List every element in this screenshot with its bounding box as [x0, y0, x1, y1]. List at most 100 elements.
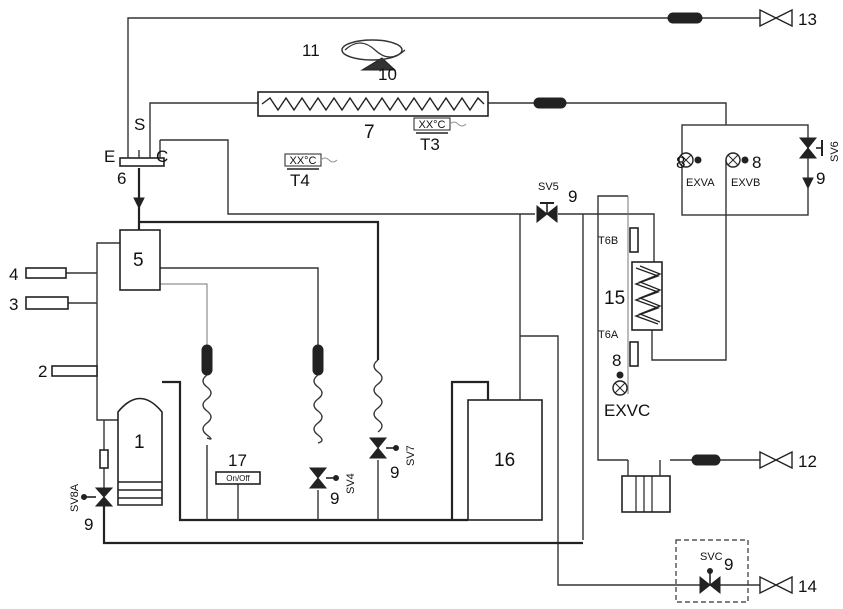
label-14: 14	[798, 577, 817, 596]
pipe-s-to-condenser	[149, 102, 258, 146]
solenoid-sv4	[308, 467, 339, 489]
filter-drier-top	[533, 97, 567, 109]
label-t6b: T6B	[598, 235, 618, 247]
compressor-1	[117, 397, 163, 506]
label-16: 16	[494, 450, 515, 471]
label-7: 7	[364, 122, 375, 143]
capillary-coil-2	[313, 374, 323, 444]
label-11: 11	[302, 41, 320, 60]
labels: 1 2 3 4 5 6 7 8 8 8 9 9 9 9 9 9 10 11 12…	[9, 10, 841, 596]
capillary-coil-3	[373, 359, 383, 433]
plate-heat-exchanger-15	[629, 227, 663, 367]
label-9-sv4: 9	[330, 489, 339, 508]
label-sv6: SV6	[829, 141, 841, 162]
oil-separator-5	[119, 229, 161, 291]
onoff-label: On/Off	[226, 474, 250, 483]
pipe-bottom-return	[102, 505, 583, 545]
solenoid-sv7	[368, 437, 399, 459]
exv-c	[612, 371, 628, 396]
label-exva: EXVA	[686, 177, 715, 189]
label-sv8a: SV8A	[69, 483, 81, 512]
service-valve-12	[759, 450, 793, 470]
label-13: 13	[798, 10, 817, 29]
label-port-s: S	[134, 115, 145, 134]
service-valve-14	[759, 575, 793, 595]
sensor-4	[25, 267, 67, 279]
pipe-5-to-sv4	[160, 267, 319, 345]
label-port-e: E	[104, 147, 115, 166]
label-9-sv8a: 9	[84, 515, 93, 534]
label-exvc: EXVC	[604, 401, 650, 420]
pipe-5-to-capillary	[160, 283, 208, 345]
label-12: 12	[798, 452, 817, 471]
filter-drier-13	[667, 12, 703, 24]
label-port-c: C	[156, 147, 168, 166]
label-sv5: SV5	[538, 181, 559, 193]
pipe-to-tank-16-top	[450, 380, 490, 520]
pipe-exvb-to-hx15	[651, 160, 727, 361]
label-9-sv5: 9	[568, 187, 577, 206]
label-t4: T4	[290, 171, 310, 190]
filter-drier-capillary	[201, 344, 213, 376]
fan-motor-10	[360, 57, 397, 71]
label-2: 2	[38, 362, 47, 381]
label-sv7: SV7	[405, 445, 417, 466]
exv-a	[678, 152, 702, 168]
capillary-coil-1	[202, 374, 212, 440]
label-sv4: SV4	[345, 473, 357, 494]
label-svc: SVC	[700, 551, 723, 563]
check-valve-sv6	[802, 177, 814, 190]
pipe-left-manifold	[96, 242, 120, 421]
four-way-valve-6	[119, 140, 165, 210]
filter-drier-12	[691, 454, 721, 466]
label-6: 6	[117, 169, 126, 188]
solenoid-sv8a	[81, 487, 114, 507]
solenoid-sv6	[798, 137, 823, 190]
t4-display: XX°C	[289, 155, 316, 167]
temp-sensor-t3: XX°C	[413, 117, 467, 134]
sensor-t6b	[629, 227, 639, 253]
label-8-exvb: 8	[752, 153, 761, 172]
svc-dashed-box	[675, 539, 749, 603]
four-way-valve-body	[119, 157, 165, 167]
compressor-body	[117, 397, 163, 506]
label-8-exvc: 8	[612, 351, 621, 370]
exv-loop-box	[681, 124, 809, 216]
label-4: 4	[9, 265, 18, 284]
label-9-sv6: 9	[816, 169, 825, 188]
pipe-5-to-sv7	[139, 220, 380, 360]
label-8-exva: 8	[676, 153, 685, 172]
fan-assembly	[341, 39, 406, 71]
pipe-stub-2	[51, 365, 98, 377]
label-3: 3	[9, 295, 18, 314]
label-9-sv7: 9	[390, 463, 399, 482]
pipe-c-to-sv5	[160, 139, 535, 215]
label-t6a: T6A	[598, 329, 619, 341]
label-exvb: EXVB	[731, 177, 760, 189]
pressure-switch-17	[215, 471, 261, 485]
pipe-sv5-to-hx15	[558, 213, 655, 262]
check-valve-icon	[133, 197, 145, 210]
condenser-zigzag	[261, 96, 485, 112]
filter-sv8a	[99, 449, 109, 469]
pipe-bottom-manifold	[162, 380, 468, 522]
service-valve-13	[759, 8, 793, 28]
heat-exchanger-12	[621, 460, 671, 513]
sensor-3	[25, 296, 69, 310]
label-t3: T3	[420, 135, 440, 154]
label-1: 1	[134, 432, 145, 453]
condenser-coil-7	[257, 91, 489, 117]
pipe-to-exv-box	[566, 102, 727, 125]
filter-drier-sv4	[312, 344, 324, 376]
solenoid-svc	[675, 539, 749, 603]
fan-blades-11	[341, 39, 403, 61]
condenser-body	[257, 91, 489, 117]
label-15: 15	[604, 288, 625, 309]
pipe-right-vertical-b	[597, 214, 628, 461]
label-5: 5	[133, 250, 144, 271]
temp-sensor-t4: XX°C	[284, 153, 338, 170]
exv-b	[725, 152, 749, 168]
label-10: 10	[378, 65, 397, 84]
